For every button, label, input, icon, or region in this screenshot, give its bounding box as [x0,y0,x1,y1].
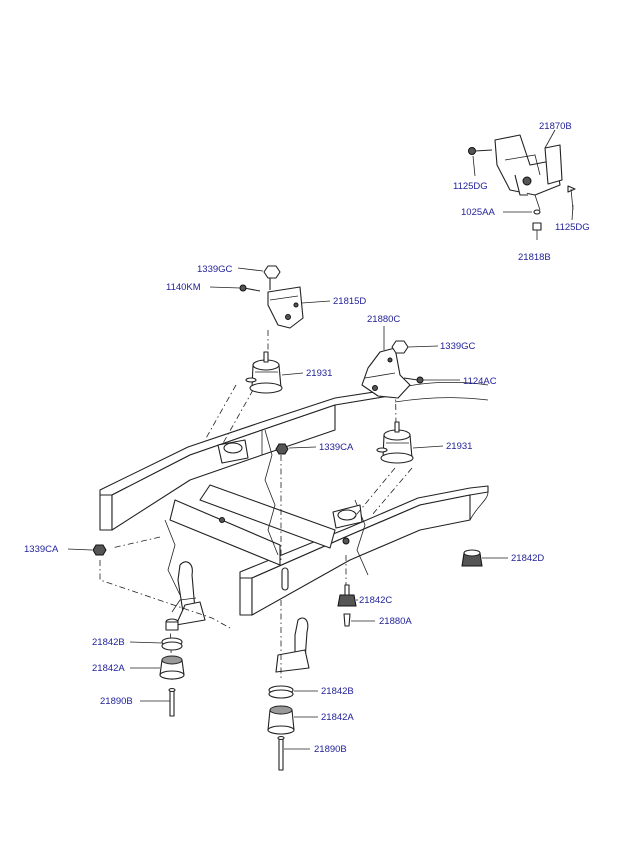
label-21842B-left: 21842B [92,637,125,648]
label-21818B: 21818B [518,252,551,263]
nut-1339CA-left [92,544,107,556]
label-21842A-left: 21842A [92,663,125,674]
label-21815D: 21815D [333,296,366,307]
label-1124AC: 1124AC [463,376,497,387]
transmission-mount-assembly [468,134,576,231]
label-1339GC-lower: 1339GC [440,341,476,352]
label-21880A: 21880A [379,616,412,627]
left-mount-stack [159,618,185,717]
label-1339CA-upper: 1339CA [319,442,354,453]
chassis-frame [99,381,489,616]
label-21931-left: 21931 [306,368,332,379]
label-1339GC-upper: 1339GC [197,264,233,275]
label-1339CA-left: 1339CA [24,544,59,555]
nut-1339CA-upper [275,443,289,455]
label-21870B: 21870B [539,121,572,132]
left-engine-mount-insulator [245,351,283,394]
label-1125DG-right: 1125DG [555,222,590,233]
label-21890B-left: 21890B [100,696,133,707]
label-21842A-right: 21842A [321,712,354,723]
label-21931-right: 21931 [446,441,472,452]
right-mount-stack [267,685,295,771]
left-body-mount-bracket [171,561,206,626]
label-21842D: 21842D [511,553,544,564]
right-body-mount-bracket [275,617,310,673]
cushion-21842D [461,549,483,567]
label-21890B-right: 21890B [314,744,347,755]
label-21842B-right: 21842B [321,686,354,697]
label-1140KM: 1140KM [166,282,201,293]
cushion-21842C [337,584,357,607]
label-1025AA: 1025AA [461,207,495,218]
label-1125DG-left: 1125DG [453,181,488,192]
right-engine-mount-bracket [361,340,424,399]
label-21842C: 21842C [359,595,392,606]
part-labels: 21870B 1125DG 1025AA 1125DG 21818B 1339G… [24,121,590,755]
label-21880C: 21880C [367,314,400,325]
bolt-21880A [343,613,351,627]
left-engine-mount-bracket [239,265,304,329]
right-engine-mount-insulator [376,421,414,464]
leader-lines [67,129,574,750]
